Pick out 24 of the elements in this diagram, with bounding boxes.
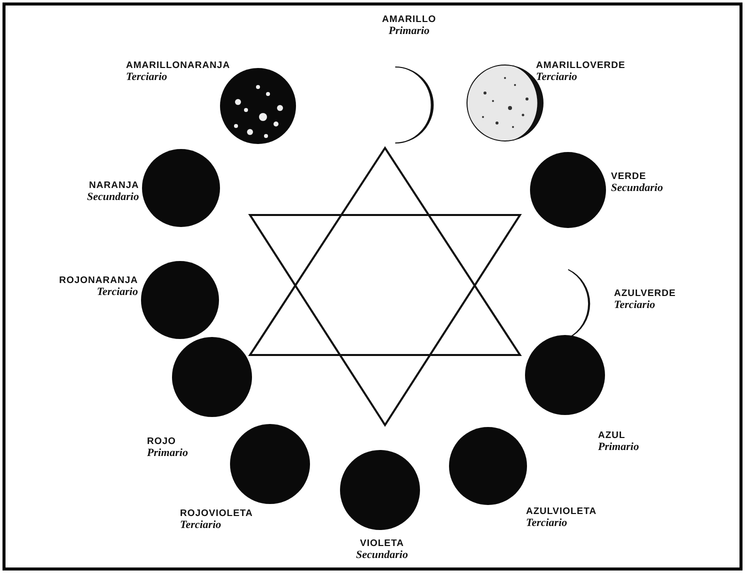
color-name: AZUL	[598, 430, 626, 441]
color-name: AZULVERDE	[614, 288, 676, 299]
color-name: VERDE	[611, 171, 648, 182]
color-category: Primario	[598, 441, 639, 453]
color-name: ROJOVIOLETA	[180, 508, 253, 519]
color-category: Secundario	[87, 191, 139, 203]
color-category: Primario	[388, 25, 431, 37]
color-name: ROJO	[147, 436, 177, 447]
color-name: ROJONARANJA	[59, 275, 138, 286]
color-name: AZULVIOLETA	[526, 506, 597, 517]
color-category: Terciario	[180, 519, 222, 531]
color-category: Secundario	[611, 182, 663, 194]
color-category: Terciario	[126, 71, 168, 83]
color-category: Terciario	[614, 299, 656, 311]
color-name: AMARILLONARANJA	[126, 60, 230, 71]
color-name: AMARILLO	[382, 14, 436, 25]
color-category: Primario	[147, 447, 188, 459]
color-category: Secundario	[356, 549, 408, 561]
color-category: Terciario	[526, 517, 568, 529]
color-name: NARANJA	[88, 180, 139, 191]
color-name: VIOLETA	[359, 538, 405, 549]
color-category: Terciario	[96, 286, 138, 298]
color-name: AMARILLOVERDE	[536, 60, 626, 71]
color-category: Terciario	[536, 71, 578, 83]
